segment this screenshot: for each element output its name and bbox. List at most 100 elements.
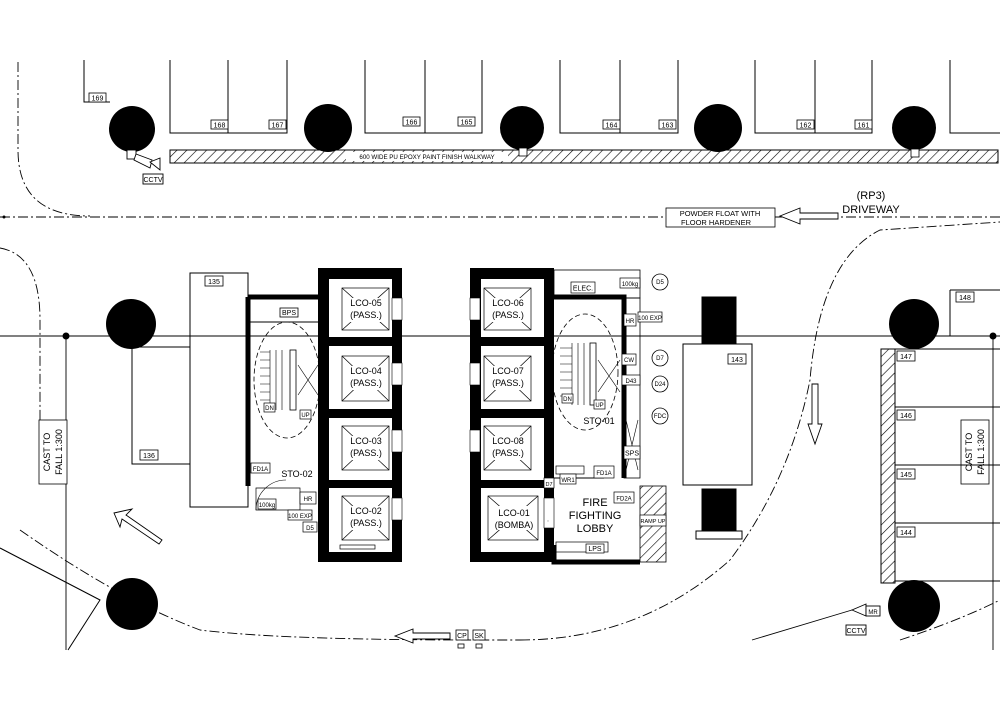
fd2a-tag: FD2A: [616, 497, 631, 503]
stair-right-label: STO-01: [583, 416, 614, 426]
mr-tag: MR: [868, 610, 878, 616]
driveway-label: DRIVEWAY: [842, 204, 900, 216]
column: [106, 299, 156, 349]
fdc-tag: FDC: [654, 414, 667, 420]
column: [694, 104, 742, 152]
driveway-arrow-icon: [778, 207, 839, 225]
d24-tag: D24: [654, 382, 666, 388]
walkway-note: 600 WIDE PU EPOXY PAINT FINISH WALKWAY: [359, 154, 494, 161]
column: [888, 580, 940, 632]
lift-id: LCO-07: [492, 366, 524, 376]
exp-tag: 100 EXP: [288, 514, 312, 520]
lift-type: (PASS.): [350, 310, 382, 320]
fire-lobby-line-1: FIRE: [582, 497, 607, 509]
cp-tag: CP: [457, 633, 467, 640]
cctv-label: CCTV: [846, 628, 865, 635]
fd1a-tag: FD1A: [253, 467, 268, 473]
column: [106, 578, 158, 630]
bay-163: 163: [662, 123, 674, 130]
floor-note-line-1: POWDER FLOAT WITH: [680, 209, 761, 218]
bay-144: 144: [900, 530, 912, 537]
bay-136: 136: [143, 453, 155, 460]
hose-tag: 100kg: [259, 503, 275, 509]
lps-label: LPS: [588, 546, 602, 553]
d7-tag-right: D7: [656, 356, 664, 362]
bay-165: 165: [461, 120, 473, 127]
bay-147: 147: [900, 354, 912, 361]
d5-tag: D5: [306, 526, 314, 532]
lift-id: LCO-02: [350, 506, 382, 516]
bay-166: 166: [406, 120, 418, 127]
bay-135: 135: [208, 279, 220, 286]
fire-lobby-line-3: LOBBY: [577, 523, 614, 535]
cctv-camera-icon: [751, 603, 881, 641]
bay-148: 148: [959, 295, 971, 302]
elec-label: ELEC.: [573, 286, 593, 293]
lift-id: LCO-01: [498, 508, 530, 518]
top-parking-row: [83, 60, 1000, 134]
cast-to-fall-right: CAST TO FALL 1:300: [960, 419, 990, 485]
lift-id: LCO-03: [350, 436, 382, 446]
stair-up: UP: [301, 413, 309, 419]
cast-to-fall-left: CAST TO FALL 1:300: [38, 419, 68, 485]
cast-to-fall-left-line-2: FALL 1:300: [54, 429, 64, 475]
sps-label: SPS: [625, 451, 639, 458]
exp-tag-right: 100 EXP: [638, 316, 662, 322]
column: [304, 104, 352, 152]
structural-columns: [106, 104, 940, 632]
right-bay-tags: 148 147 146 145 144 143: [727, 291, 975, 538]
lift-type: (PASS.): [350, 378, 382, 388]
lift-type: (BOMBA): [495, 520, 534, 530]
door-tag-labels: D5 D7 D24 FDC: [654, 280, 667, 420]
lift-id: LCO-04: [350, 366, 382, 376]
epoxy-walkway: [169, 149, 999, 164]
column: [892, 106, 936, 150]
right-core-tags: ELEC. STO-01 FIRE FIGHTING LOBBY LPS SPS…: [543, 277, 667, 554]
lift-type: (PASS.): [350, 448, 382, 458]
bay-169: 169: [92, 96, 104, 103]
hr-label: HR: [626, 319, 635, 325]
left-stair-tags: DN UP FD1A 100kg 100 EXP HR D5: [250, 402, 318, 533]
lift-id: LCO-05: [350, 298, 382, 308]
right-lift-core: [469, 268, 555, 562]
bps-label: BPS: [282, 310, 296, 317]
cctv-camera-icon: [126, 149, 164, 185]
left-stair: [245, 294, 321, 511]
cast-to-fall-right-line-1: CAST TO: [964, 433, 974, 472]
d7-tag: D7: [545, 482, 552, 488]
sk-tag: SK: [474, 633, 484, 640]
hose-tag-right: 100kg: [622, 282, 638, 288]
cp-sk-tags: CP SK: [455, 629, 486, 649]
bay-167: 167: [272, 123, 284, 130]
lift-type: (PASS.): [492, 448, 524, 458]
cw-label: CW: [624, 358, 634, 364]
column: [889, 299, 939, 349]
lift-type: (PASS.): [350, 518, 382, 528]
cast-to-fall-left-line-1: CAST TO: [42, 433, 52, 472]
wr-label: WR1: [561, 478, 575, 484]
right-lift-labels: LCO-06 (PASS.) LCO-07 (PASS.) LCO-08 (PA…: [492, 298, 533, 530]
flow-arrow-icon: [113, 383, 823, 644]
driveway-code: (RP3): [857, 190, 886, 202]
door-tags: [547, 273, 669, 522]
column: [109, 106, 155, 152]
cast-to-fall-right-line-2: FALL 1:300: [976, 429, 986, 475]
top-bay-tags: 169 168 167 166 165 164 163 162 161: [88, 92, 873, 130]
bay-145: 145: [900, 472, 912, 479]
stair-dn: DN: [265, 406, 274, 412]
cctv-label: CCTV: [143, 177, 162, 184]
lift-type: (PASS.): [492, 378, 524, 388]
bay-168: 168: [214, 123, 226, 130]
left-lift-core: [318, 268, 403, 562]
right-parking: [682, 289, 1000, 584]
lift-type: (PASS.): [492, 310, 524, 320]
fire-lobby-line-2: FIGHTING: [569, 510, 622, 522]
bay-161: 161: [858, 123, 870, 130]
stair-up: UP: [595, 403, 603, 409]
column: [500, 106, 544, 150]
stair-dn: DN: [563, 397, 572, 403]
bay-162: 162: [800, 123, 812, 130]
floor-note-line-2: FLOOR HARDENER: [681, 218, 752, 227]
lift-id: LCO-06: [492, 298, 524, 308]
